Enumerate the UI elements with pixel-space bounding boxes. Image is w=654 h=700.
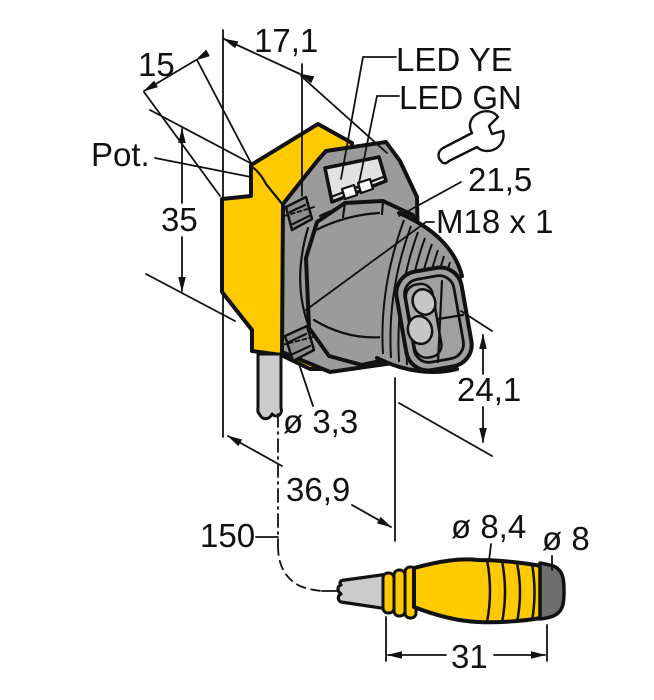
pot-leader-line — [154, 157, 252, 178]
hex-nut-chamfer-top — [314, 211, 381, 232]
connector-tip — [538, 561, 566, 621]
dim-8-4-leader — [488, 543, 492, 562]
dim-length-label: 36,9 — [286, 471, 350, 508]
strain-relief-rings — [381, 565, 418, 620]
led-window-ledge — [329, 175, 385, 199]
dim-35-extension-bottom — [145, 273, 236, 322]
receiver-lens — [406, 314, 434, 346]
potentiometer-label: Pot. — [91, 136, 150, 173]
led-green-indicator — [356, 177, 375, 195]
housing-bezel-arc — [299, 226, 313, 334]
hex-nut-chamfer-bottom — [312, 318, 385, 339]
hex-nut-facets — [341, 199, 385, 219]
dim-connector-dia-label: ø 8,4 — [451, 508, 526, 545]
thread-leader-line — [305, 221, 435, 311]
dim-17-1-line — [223, 38, 315, 84]
dim-face-height-label: 24,1 — [457, 371, 521, 408]
face-divider — [436, 279, 444, 364]
dim-connector-length-label: 31 — [451, 638, 488, 675]
dim-24-1-extension-top — [460, 310, 493, 332]
body-notch-edge — [249, 164, 285, 207]
dim-3-3-leader — [298, 363, 314, 407]
emitter-lens — [411, 288, 437, 316]
led-yellow-label: LED YE — [396, 41, 513, 78]
led-gn-leader-line — [357, 95, 400, 189]
mounting-clamp-top — [283, 195, 315, 232]
dim-height-label: 35 — [161, 201, 198, 238]
dim-35-extension-top — [149, 109, 253, 165]
dim-36-9-line-left — [227, 435, 283, 467]
cable-stub — [256, 352, 283, 421]
dim-15-line — [143, 49, 210, 92]
connector-body — [412, 557, 543, 625]
dim-width-top-label: 17,1 — [254, 22, 318, 59]
led-yellow-indicator — [340, 183, 359, 201]
dim-tip-dia-label: ø 8 — [542, 520, 590, 557]
dim-hole-dia-label: ø 3,3 — [283, 403, 358, 440]
wrench-size-label: 21,5 — [468, 161, 532, 198]
led-window — [323, 155, 388, 204]
sensor-front-face — [394, 265, 474, 373]
dim-15-extension-a — [196, 59, 252, 164]
connector-cable — [336, 572, 390, 611]
led-ye-leader-line — [340, 56, 397, 180]
dim-21-5-leader — [398, 181, 462, 217]
thread-spec-label: M18 x 1 — [436, 203, 553, 240]
wrench-icon — [437, 109, 505, 165]
dim-depth-label: 15 — [138, 46, 175, 83]
led-green-label: LED GN — [399, 79, 522, 116]
dim-24-1-extension-bottom — [398, 402, 493, 457]
dim-36-9-line-right — [351, 504, 392, 528]
connector-grooves — [485, 559, 536, 624]
mounting-clamp-bottom — [281, 324, 318, 363]
dim-17-1-extension — [300, 75, 388, 154]
face-cross-line — [436, 313, 465, 321]
cable-break-arc — [277, 545, 323, 592]
dim-cable-length-label: 150 — [200, 517, 255, 554]
